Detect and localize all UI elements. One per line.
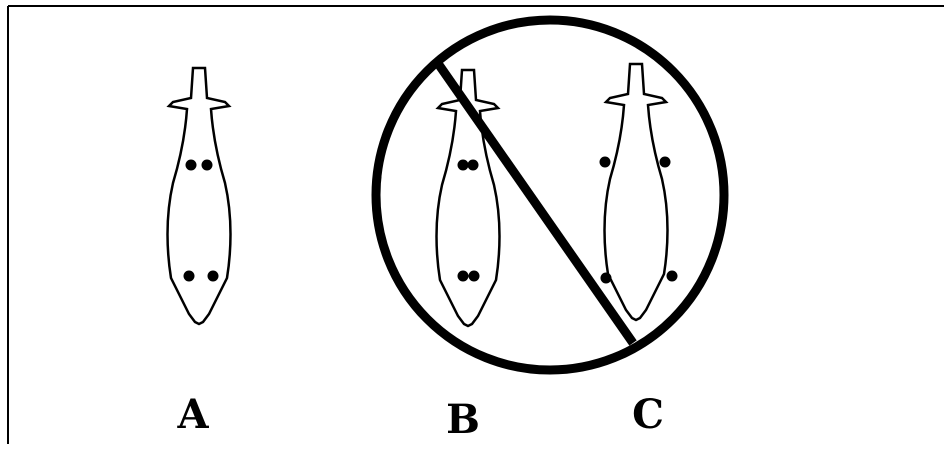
dot-a-front-left [186,160,197,171]
figure-c [600,64,678,320]
dot-a-front-right [202,160,213,171]
dot-a-back-right [208,271,219,282]
rodent-body-a [168,68,231,324]
rodent-body-c [605,64,668,320]
dot-c-front-right [660,157,671,168]
dot-c-back-left [601,273,612,284]
dot-b-front-right [468,160,479,171]
prohibition-sign [376,20,724,370]
dot-b-front-left [458,160,469,171]
label-a: A [176,391,209,438]
label-b: B [446,396,480,443]
dot-b-back-right [469,271,480,282]
dot-c-back-right [667,271,678,282]
prohibition-circle [376,20,724,370]
label-c: C [632,391,664,438]
dot-a-back-left [184,271,195,282]
dot-c-front-left [600,157,611,168]
figure-a [168,68,231,324]
dot-b-back-left [458,271,469,282]
